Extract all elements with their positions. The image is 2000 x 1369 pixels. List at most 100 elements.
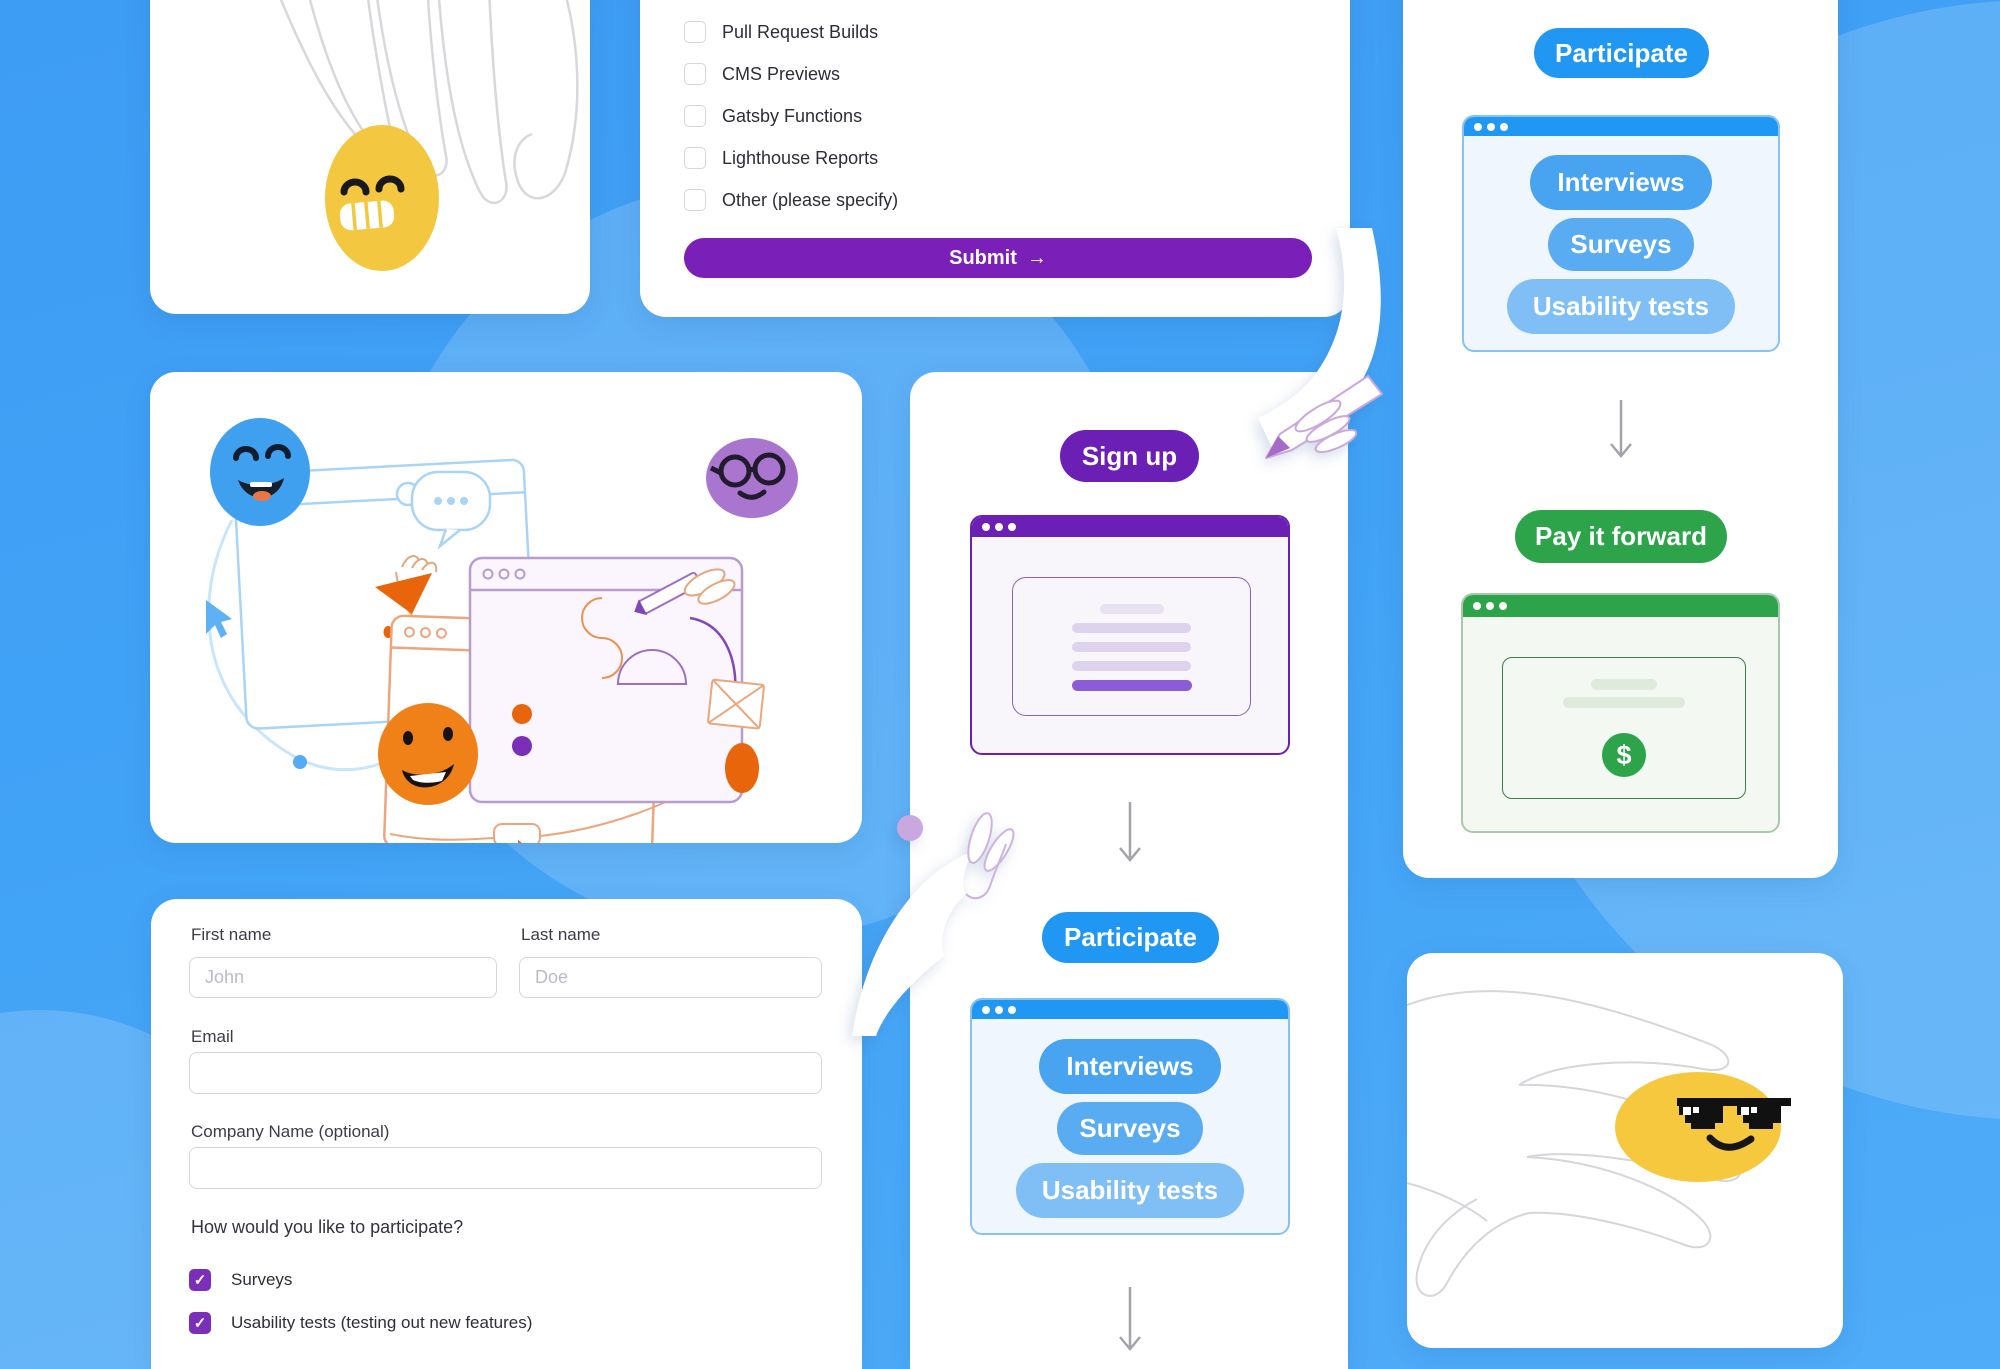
pencil-hand (634, 568, 736, 616)
checkbox-unchecked[interactable] (684, 105, 706, 127)
browser-mockup-participate: Interviews Surveys Usability tests (970, 998, 1290, 1235)
submit-button[interactable]: Submit → (684, 238, 1312, 278)
checkbox-unchecked[interactable] (684, 189, 706, 211)
hand-with-pencil-illustration (1258, 228, 1383, 459)
company-name-label: Company Name (optional) (191, 1122, 390, 1141)
placeholder-button-line (1071, 680, 1192, 691)
arrow-right-icon: → (1026, 246, 1047, 269)
card-welcome-emoji (150, 0, 590, 314)
usability-tests-pill: Usability tests (1015, 1163, 1245, 1218)
checkbox-label: Other (please specify) (722, 189, 899, 210)
browser-mockup-payment: $ (1461, 593, 1780, 833)
first-name-label: First name (191, 925, 272, 944)
email-label: Email (191, 1027, 234, 1046)
sign-up-pill[interactable]: Sign up (1060, 430, 1199, 482)
placeholder-text-line (1591, 679, 1657, 690)
pill-label: Interviews (1557, 167, 1685, 197)
mauve-dot (897, 815, 923, 841)
window-dot-icon (1499, 602, 1507, 610)
interviews-pill: Interviews (1530, 155, 1712, 210)
checkbox-label: Surveys (231, 1270, 293, 1289)
browser-titlebar (972, 1000, 1288, 1019)
first-name-input[interactable] (189, 957, 497, 998)
browser-mockup-participate: Interviews Surveys Usability tests (1462, 115, 1780, 352)
pay-it-forward-pill[interactable]: Pay it forward (1515, 510, 1727, 563)
surveys-pill: Surveys (1057, 1102, 1203, 1155)
usability-tests-pill: Usability tests (1506, 279, 1736, 334)
window-dot-icon (1486, 602, 1494, 610)
survey-option-row[interactable]: CMS Previews (684, 63, 898, 85)
blue-emoji (210, 418, 310, 526)
checkbox-label: Usability tests (testing out new feature… (231, 1313, 533, 1332)
placeholder-text-line (1072, 661, 1191, 671)
signup-panel (1012, 577, 1251, 716)
survey-option-row[interactable]: Lighthouse Reports (684, 147, 898, 169)
surveys-checkbox-row[interactable]: ✓ Surveys (189, 1269, 292, 1291)
check-icon: ✓ (193, 1272, 207, 1289)
window-dot-icon (1473, 602, 1481, 610)
window-dot-icon (995, 1005, 1003, 1014)
participate-step-pill[interactable]: Participate (1534, 28, 1709, 78)
window-dot-icon (995, 523, 1003, 531)
company-name-input[interactable] (189, 1147, 822, 1189)
card-cool-emoji (1406, 953, 1843, 1348)
pill-label: Participate (1064, 922, 1197, 952)
window-dot-icon (1008, 523, 1016, 531)
browser-window-lavender (468, 556, 744, 804)
window-dot-icon (1008, 1005, 1016, 1014)
last-name-input[interactable] (519, 957, 822, 998)
checkbox-unchecked[interactable] (684, 147, 706, 169)
participate-step-pill[interactable]: Participate (1042, 912, 1219, 963)
check-icon: ✓ (193, 1315, 207, 1332)
pill-label: Pay it forward (1535, 521, 1707, 551)
survey-option-row[interactable]: Gatsby Functions (684, 105, 898, 127)
placeholder-text-line (1072, 623, 1191, 633)
last-name-label: Last name (521, 925, 601, 944)
placeholder-text-line (1099, 604, 1164, 614)
pill-label: Usability tests (1041, 1175, 1219, 1205)
checkbox-label: Pull Request Builds (722, 21, 879, 42)
orange-emoji (378, 703, 478, 805)
card-survey: Pull Request Builds CMS Previews Gatsby … (640, 0, 1350, 317)
arrow-down-icon (1119, 802, 1141, 862)
mini-button (493, 823, 541, 847)
browser-titlebar (1463, 595, 1778, 617)
card-signup-flow: Sign up Participate (910, 372, 1348, 1369)
dollar-icon: $ (1602, 733, 1646, 777)
blue-dot (293, 755, 307, 769)
window-dot-icon (982, 1005, 990, 1014)
payment-panel: $ (1502, 657, 1746, 799)
purple-emoji-glasses (706, 438, 798, 518)
envelope-icon (707, 678, 765, 730)
orange-blob (725, 743, 759, 793)
window-dot-icon (1500, 122, 1508, 131)
checkbox-unchecked[interactable] (684, 21, 706, 43)
browser-mockup-signup (970, 515, 1290, 755)
usability-checkbox-row[interactable]: ✓ Usability tests (testing out new featu… (189, 1312, 532, 1334)
window-dot-icon (1487, 122, 1495, 131)
placeholder-text-line (1563, 697, 1685, 708)
arrow-down-icon (1119, 1287, 1141, 1351)
checkbox-unchecked[interactable] (684, 63, 706, 85)
checkbox-label: Lighthouse Reports (722, 147, 879, 168)
cursor-icon (206, 600, 232, 638)
dollar-glyph: $ (1616, 739, 1632, 770)
card-participate-flow: Participate Interviews Surveys Usability… (1403, 0, 1838, 878)
protractor-icon (616, 649, 688, 685)
survey-option-row[interactable]: Pull Request Builds (684, 21, 898, 43)
window-dot-icon (982, 523, 990, 531)
pill-label: Surveys (1079, 1113, 1181, 1143)
participate-question: How would you like to participate? (191, 1217, 464, 1237)
survey-option-row[interactable]: Other (please specify) (684, 189, 898, 211)
hand-presenting-emoji-illustration (1406, 990, 1791, 1297)
email-input[interactable] (189, 1052, 822, 1094)
checkbox-checked[interactable]: ✓ (189, 1312, 211, 1334)
pill-label: Participate (1555, 37, 1688, 68)
window-dot-icon (1474, 122, 1482, 131)
surveys-pill: Surveys (1548, 218, 1694, 271)
checkbox-checked[interactable]: ✓ (189, 1269, 211, 1291)
hand-holding-emoji-illustration (279, 0, 579, 271)
pill-label: Sign up (1081, 440, 1178, 471)
speech-bubble-icon (395, 470, 492, 550)
